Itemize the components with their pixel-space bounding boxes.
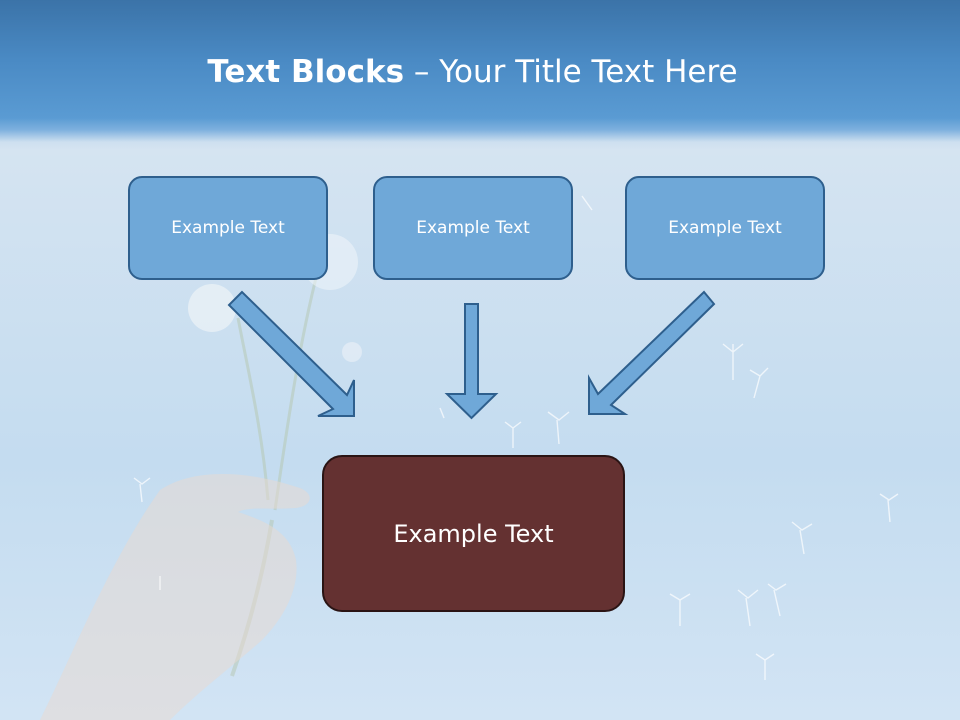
text-box-2-label: Example Text: [416, 218, 530, 238]
text-box-1-label: Example Text: [171, 218, 285, 238]
text-box-2[interactable]: Example Text: [373, 176, 573, 280]
main-text-box-label: Example Text: [393, 519, 554, 548]
title-rest: – Your Title Text Here: [404, 54, 738, 90]
text-box-3-label: Example Text: [668, 218, 782, 238]
text-box-1[interactable]: Example Text: [128, 176, 328, 280]
text-box-3[interactable]: Example Text: [625, 176, 825, 280]
main-text-box[interactable]: Example Text: [322, 455, 625, 612]
title-bar: Text Blocks – Your Title Text Here: [0, 0, 960, 150]
arrow-middle[interactable]: [444, 303, 499, 420]
arrow-left[interactable]: [227, 290, 355, 417]
arrow-right[interactable]: [588, 290, 716, 415]
title-bold: Text Blocks: [207, 54, 405, 90]
slide-title: Text Blocks – Your Title Text Here: [0, 54, 945, 90]
